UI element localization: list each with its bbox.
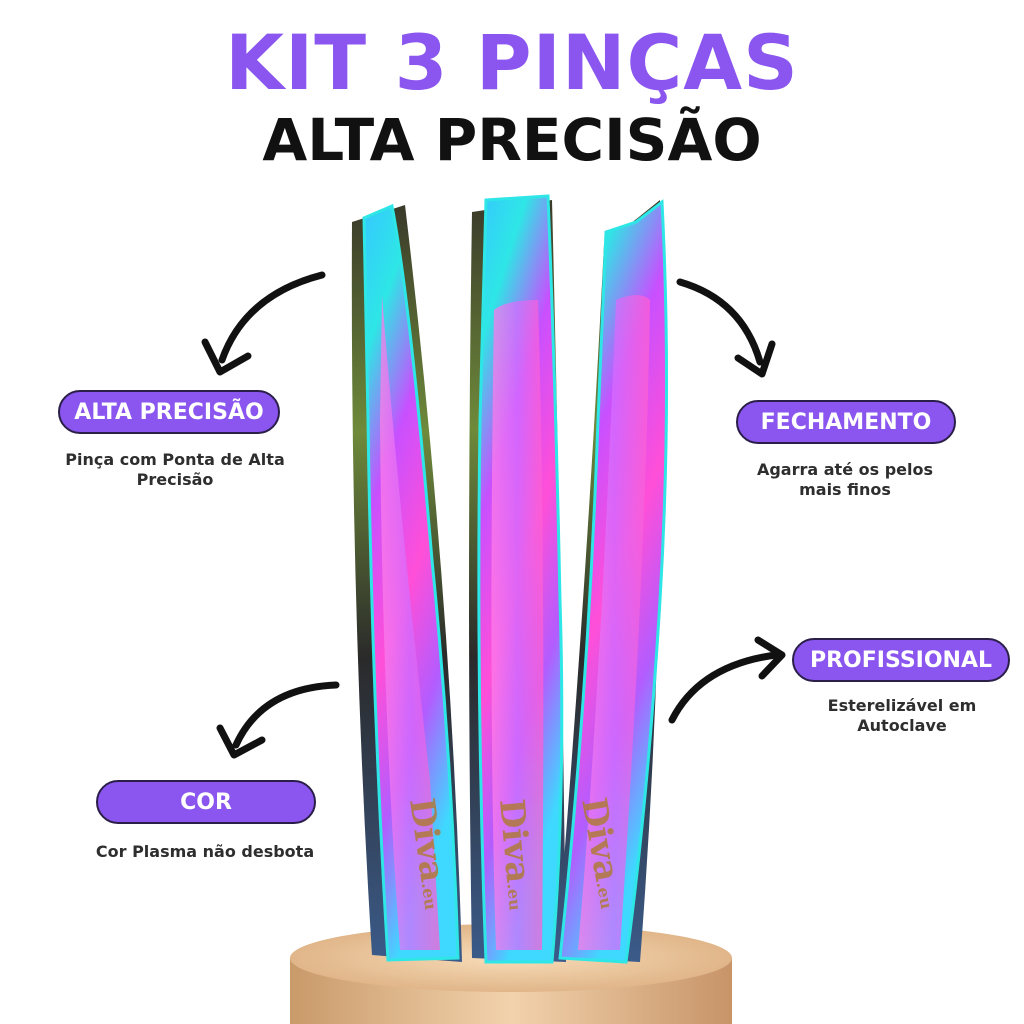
badge-profissional: PROFISSIONAL bbox=[792, 638, 1010, 682]
desc-profissional: Esterelizável em Autoclave bbox=[827, 696, 977, 735]
arrow-to-alta-precisao bbox=[201, 271, 326, 376]
tweezer-flat-middle bbox=[469, 194, 566, 964]
page-title: KIT 3 PINÇAS bbox=[225, 18, 799, 107]
page-subtitle: ALTA PRECISÃO bbox=[262, 106, 762, 174]
desc-alta-precisao: Pinça com Ponta de Alta Precisão bbox=[65, 450, 285, 489]
badge-fechamento: FECHAMENTO bbox=[736, 400, 956, 444]
tweezer-slanted-left bbox=[351, 203, 462, 962]
arrow-to-profissional bbox=[668, 636, 786, 724]
badge-alta-precisao: ALTA PRECISÃO bbox=[58, 390, 280, 434]
arrow-to-cor bbox=[216, 681, 340, 759]
brand-logo-middle: Diva.eu bbox=[491, 797, 541, 912]
desc-fechamento: Agarra até os pelos mais finos bbox=[756, 460, 934, 499]
tweezer-pointed-right bbox=[556, 199, 669, 964]
badge-cor: COR bbox=[96, 780, 316, 824]
desc-cor: Cor Plasma não desbota bbox=[95, 842, 315, 861]
arrow-to-fechamento bbox=[676, 278, 776, 378]
